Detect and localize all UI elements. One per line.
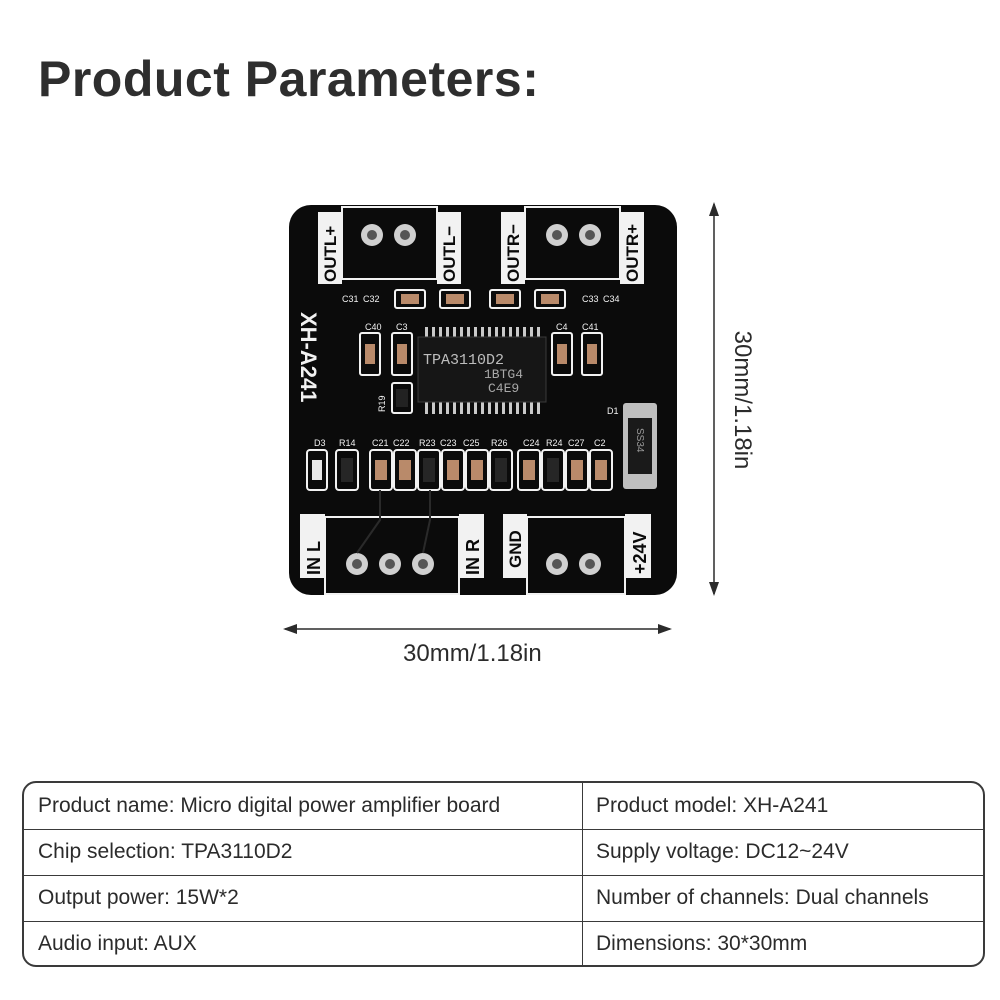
label-c40: C40	[365, 322, 382, 332]
top-terminal-labels: OUTL+ OUTL− OUTR− OUTR+	[318, 212, 644, 284]
label-c27: C27	[568, 438, 585, 448]
label-d1: D1	[607, 406, 619, 416]
width-dimension-label: 30mm/1.18in	[403, 640, 542, 667]
diode-d1: SS34	[623, 403, 657, 489]
board-model-silk: XH-A241	[296, 312, 321, 402]
spec-audio-input: Audio input: AUX	[38, 932, 197, 955]
label-d3: D3	[314, 438, 326, 448]
spec-product-model: Product model: XH-A241	[596, 794, 829, 817]
height-dimension-arrow	[709, 202, 719, 596]
label-in-l: IN L	[304, 541, 324, 575]
label-r24: R24	[546, 438, 563, 448]
label-in-r: IN R	[463, 539, 483, 575]
label-outl-minus: OUTL−	[440, 226, 459, 282]
label-outr-plus: OUTR+	[623, 224, 642, 282]
label-c34: C34	[603, 294, 620, 304]
label-c3: C3	[396, 322, 408, 332]
label-c23: C23	[440, 438, 457, 448]
label-c22: C22	[393, 438, 410, 448]
label-r26: R26	[491, 438, 508, 448]
label-r23: R23	[419, 438, 436, 448]
label-r14: R14	[339, 438, 356, 448]
spec-chip-selection: Chip selection: TPA3110D2	[38, 840, 293, 863]
chip-side-capacitors	[359, 332, 603, 414]
label-plus-24v: +24V	[630, 531, 650, 574]
label-c4: C4	[556, 322, 568, 332]
label-c24: C24	[523, 438, 540, 448]
spec-product-name: Product name: Micro digital power amplif…	[38, 794, 501, 817]
page-title: Product Parameters:	[38, 51, 540, 107]
label-c31: C31	[342, 294, 359, 304]
label-c33: C33	[582, 294, 599, 304]
label-c21: C21	[372, 438, 389, 448]
spec-row: Product name: Micro digital power amplif…	[24, 783, 983, 830]
label-c2: C2	[594, 438, 606, 448]
spec-channels: Number of channels: Dual channels	[596, 886, 929, 909]
label-outr-minus: OUTR−	[504, 224, 523, 282]
spec-output-power: Output power: 15W*2	[38, 886, 239, 909]
spec-table: Product name: Micro digital power amplif…	[22, 781, 985, 967]
chip-text-line2: 1BTG4	[484, 367, 523, 382]
spec-dimensions: Dimensions: 30*30mm	[596, 932, 808, 955]
chip-text-line3: C4E9	[488, 381, 519, 396]
label-c32: C32	[363, 294, 380, 304]
tpa3110d2-chip: TPA3110D2 1BTG4 C4E9	[417, 327, 547, 414]
label-gnd: GND	[506, 530, 525, 568]
spec-row: Chip selection: TPA3110D2 Supply voltage…	[24, 829, 983, 876]
top-capacitors	[394, 289, 566, 309]
height-dimension-label: 30mm/1.18in	[729, 330, 756, 470]
chip-text-line1: TPA3110D2	[423, 352, 504, 369]
label-c41: C41	[582, 322, 599, 332]
spec-table-column-divider	[582, 783, 583, 965]
label-r19: R19	[377, 395, 387, 412]
spec-row: Audio input: AUX Dimensions: 30*30mm	[24, 921, 983, 965]
label-outl-plus: OUTL+	[321, 226, 340, 282]
bottom-terminal-labels: IN L IN R GND +24V	[300, 514, 651, 578]
width-dimension-arrow	[283, 624, 672, 634]
spec-row: Output power: 15W*2 Number of channels: …	[24, 875, 983, 922]
spec-supply-voltage: Supply voltage: DC12~24V	[596, 840, 849, 863]
label-c25: C25	[463, 438, 480, 448]
diode-text: SS34	[634, 428, 645, 453]
